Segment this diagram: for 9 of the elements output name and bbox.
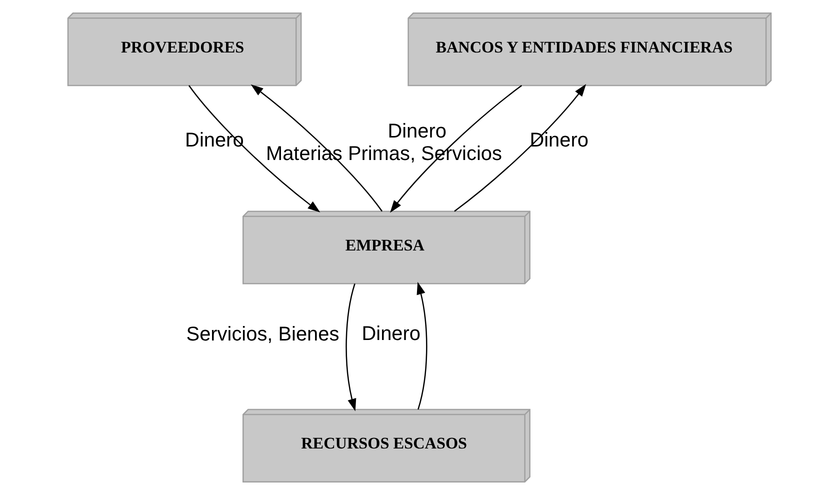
edge-label: Dinero (361, 322, 420, 345)
arrow (390, 85, 522, 213)
arrow (345, 284, 356, 412)
arrow (454, 84, 586, 212)
edge-label: Dinero (387, 120, 446, 142)
arrow (416, 282, 427, 410)
arrow (250, 84, 382, 212)
arrow (188, 85, 320, 212)
edge-label: Servicios, Bienes (186, 323, 339, 346)
